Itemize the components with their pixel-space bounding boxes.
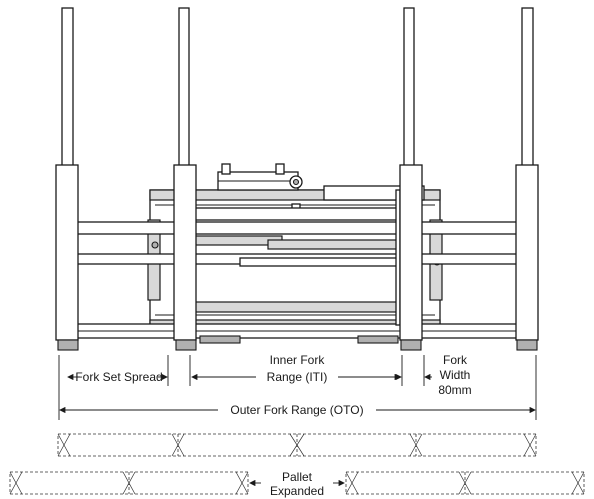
extension-lines (58, 355, 537, 420)
dim-pallet-expanded: Pallet Expanded (249, 470, 345, 498)
label-fork-width-3: 80mm (438, 383, 471, 397)
dim-fork-set-spread: Fork Set Spread (67, 370, 168, 384)
fork-outer-right (515, 7, 539, 351)
pallet-row-expanded-right (345, 471, 585, 495)
fork-outer-left (55, 7, 79, 351)
dim-outer-fork-range: Outer Fork Range (OTO) (59, 403, 536, 417)
pallet-row-expanded-left (9, 471, 249, 495)
pallet-row-1 (57, 433, 537, 457)
label-pallet-expanded-1: Pallet (282, 470, 313, 484)
label-fork-set-spread: Fork Set Spread (75, 370, 162, 384)
label-inner-fork-range-2: Range (ITI) (267, 370, 328, 384)
dim-fork-width: Fork Width 80mm (394, 353, 472, 397)
hydraulic-cylinder (217, 163, 303, 217)
label-inner-fork-range-1: Inner Fork (270, 353, 326, 367)
label-pallet-expanded-2: Expanded (270, 484, 324, 498)
label-fork-width-2: Width (440, 368, 471, 382)
fork-inner-left (173, 7, 197, 351)
fork-inner-right (399, 7, 423, 351)
dim-inner-fork-range: Inner Fork Range (ITI) (191, 353, 401, 384)
label-fork-width-1: Fork (443, 353, 468, 367)
label-outer-fork-range: Outer Fork Range (OTO) (230, 403, 363, 417)
